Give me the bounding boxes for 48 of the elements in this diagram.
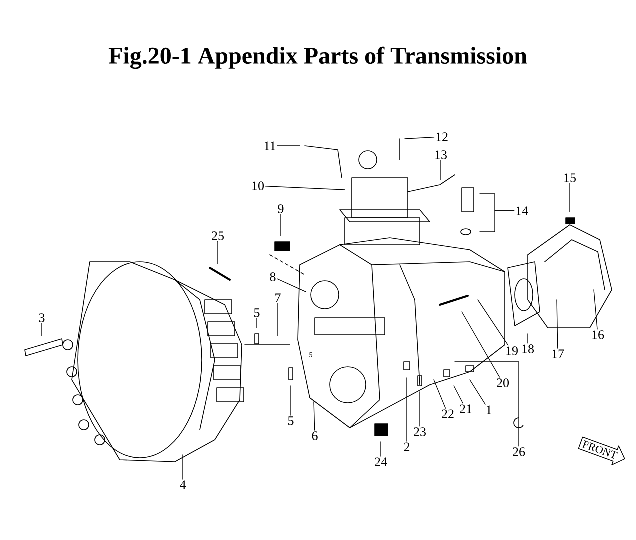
leader-line [440,160,442,180]
callout-number: 19 [506,346,518,356]
leader-line [182,454,184,480]
leader-line [470,380,486,405]
callout-number: 4 [180,480,186,490]
leader-line [280,214,282,236]
callout-number: 11 [264,142,276,150]
leader-line [314,402,316,431]
leader-line [290,386,292,416]
callout-number: 9 [278,204,284,214]
title: Fig.20-1 Appendix Parts of Transmission [108,46,528,70]
leader-line [434,380,446,409]
leader-line [454,362,520,447]
callout-number: 5 [254,308,260,318]
callout-number: 7 [276,294,281,302]
callout-number: 20 [497,378,510,388]
callout-number: 3 [39,314,45,322]
callout-number: 5 [288,416,294,426]
callout-number: 14 [516,206,528,216]
leader-line [406,378,408,442]
callout-number: 13 [436,150,447,160]
callout-number: 2 [404,442,410,452]
callout-number: 21 [460,404,472,414]
callout-number: 10 [252,182,264,190]
callout-number: 15 [564,174,576,182]
leader-line [556,300,558,349]
leader-line [480,210,515,232]
leader-line [404,137,435,140]
leader-line [265,186,346,190]
callout-number: 8 [270,272,276,282]
callout-number: 22 [442,410,454,418]
callout-number: 1 [486,406,492,414]
callout-number: 24 [375,458,388,466]
callout-number: 25 [212,232,224,240]
leader-line [380,442,382,457]
callout-number: 17 [552,350,564,358]
callout-number: 23 [414,428,426,436]
callout-number: 26 [513,448,526,456]
callout-number: 12 [436,132,448,142]
callout-number: 16 [592,330,604,340]
callout-number: 18 [522,344,534,354]
callout-number: 6 [312,432,318,440]
leader-line [454,386,464,404]
leader-line [462,312,500,378]
leader-line [277,278,306,292]
leader-line [594,290,598,330]
leader-line [478,300,509,346]
leader-line [256,318,258,328]
